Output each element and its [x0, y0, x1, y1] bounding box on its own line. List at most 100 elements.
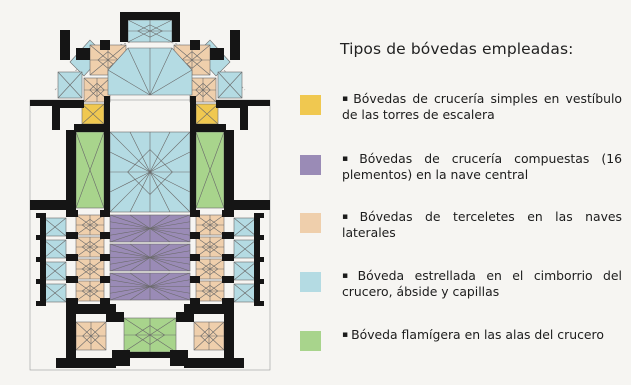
chapel-left — [43, 261, 67, 281]
chapel-right — [233, 217, 257, 237]
west-bay-right — [193, 321, 225, 351]
chapel-right — [233, 283, 257, 303]
wall-block — [210, 48, 224, 60]
west-bay-left — [75, 321, 107, 351]
wall-block — [222, 298, 234, 305]
wall-block — [222, 254, 234, 261]
chapel-right — [233, 239, 257, 259]
aisle-left-vault — [75, 214, 105, 236]
legend-item-estrellada: ▪Bóveda estrellada en el cimborrio del c… — [300, 268, 631, 312]
aisle-right-vault — [195, 280, 225, 302]
plan-outline — [29, 99, 271, 371]
nave-central-vault — [109, 214, 191, 243]
wall-block — [104, 96, 110, 130]
wall-block — [100, 210, 110, 217]
legend-text-terceletes: Bóvedas de terceletes en las naves later… — [342, 209, 622, 240]
wall-block — [222, 276, 234, 283]
crossing-cimborrio — [109, 131, 191, 213]
wall-block — [190, 298, 200, 305]
wall-block — [222, 232, 234, 239]
wall-block — [254, 214, 260, 304]
legend-swatch-terceletes — [300, 213, 321, 233]
transept-arm-left — [75, 131, 105, 209]
legend-title: Tipos de bóvedas empleadas: — [340, 40, 574, 58]
wall-block — [216, 100, 248, 108]
legend-swatch-flamigera — [300, 331, 321, 351]
wall-block — [66, 232, 78, 239]
wall-block — [222, 210, 234, 217]
wall-block — [100, 40, 110, 50]
bullet-icon: ▪ — [342, 212, 357, 222]
wall-block — [100, 254, 110, 261]
cathedral-floor-plan — [29, 12, 271, 371]
legend-text-compuestas: Bóvedas de crucería compuestas (16 pleme… — [342, 151, 622, 182]
wall-block — [106, 312, 124, 322]
bullet-icon: ▪ — [342, 154, 357, 164]
vault-types-legend: Tipos de bóvedas empleadas: ▪Bóvedas de … — [300, 0, 631, 385]
wall-block — [190, 40, 200, 50]
wall-block — [120, 12, 128, 42]
wall-block — [224, 312, 234, 362]
legend-item-compuestas: ▪Bóvedas de crucería compuestas (16 plem… — [300, 151, 631, 195]
wall-block — [230, 200, 270, 210]
legend-text-simples: Bóvedas de crucería simples en vestíbulo… — [342, 91, 622, 122]
legend-swatch-compuestas — [300, 155, 321, 175]
aisle-right-vault — [195, 258, 225, 280]
aisle-left-vault — [75, 280, 105, 302]
legend-swatch-simples — [300, 95, 321, 115]
legend-text-flamigera: Bóveda flamígera en las alas del crucero — [351, 327, 604, 342]
bullet-icon: ▪ — [342, 271, 355, 281]
wall-block — [190, 210, 200, 217]
wall-block — [190, 254, 200, 261]
chapel-right-outer — [217, 71, 243, 99]
wall-block — [40, 214, 46, 304]
legend-item-flamigera: ▪Bóveda flamígera en las alas del crucer… — [300, 327, 631, 371]
wall-block — [66, 254, 78, 261]
west-porch — [123, 317, 177, 353]
wall-block — [66, 298, 78, 305]
apse-chapel-top — [127, 19, 173, 43]
aisle-left-vault — [75, 258, 105, 280]
wall-block — [126, 12, 174, 20]
aisle-right-vault — [195, 214, 225, 236]
wall-block — [100, 232, 110, 239]
wall-block — [66, 304, 116, 314]
nave-central-vault — [109, 272, 191, 301]
stair-vestibule-left — [81, 103, 105, 125]
wall-block — [184, 304, 234, 314]
wall-block — [100, 276, 110, 283]
wall-block — [192, 124, 226, 132]
wall-block — [66, 210, 78, 217]
wall-block — [190, 232, 200, 239]
stair-vestibule-right — [195, 103, 219, 125]
wall-block — [116, 352, 184, 358]
wall-block — [66, 130, 76, 210]
wall-block — [66, 312, 76, 362]
wall-block — [30, 100, 56, 106]
wall-block — [74, 124, 108, 132]
wall-blocks — [30, 12, 270, 368]
bullet-icon: ▪ — [342, 94, 351, 104]
wall-block — [190, 128, 196, 216]
wall-block — [190, 96, 196, 130]
chapel-left — [43, 239, 67, 259]
transept-arm-right — [195, 131, 225, 209]
wall-block — [56, 358, 116, 368]
wall-block — [244, 100, 270, 106]
wall-block — [60, 30, 70, 60]
wall-block — [240, 100, 248, 130]
wall-block — [104, 128, 110, 216]
wall-block — [230, 30, 240, 60]
bullet-icon: ▪ — [342, 330, 349, 340]
legend-item-simples: ▪Bóvedas de crucería simples en vestíbul… — [300, 91, 631, 135]
wall-block — [190, 276, 200, 283]
wall-block — [30, 200, 70, 210]
vault-cells — [29, 19, 271, 371]
aisle-left-vault — [75, 236, 105, 258]
wall-block — [100, 298, 110, 305]
apse-star-vault — [107, 47, 193, 96]
aisle-right-vault — [195, 236, 225, 258]
wall-block — [224, 130, 234, 210]
wall-block — [66, 276, 78, 283]
wall-block — [176, 312, 194, 322]
